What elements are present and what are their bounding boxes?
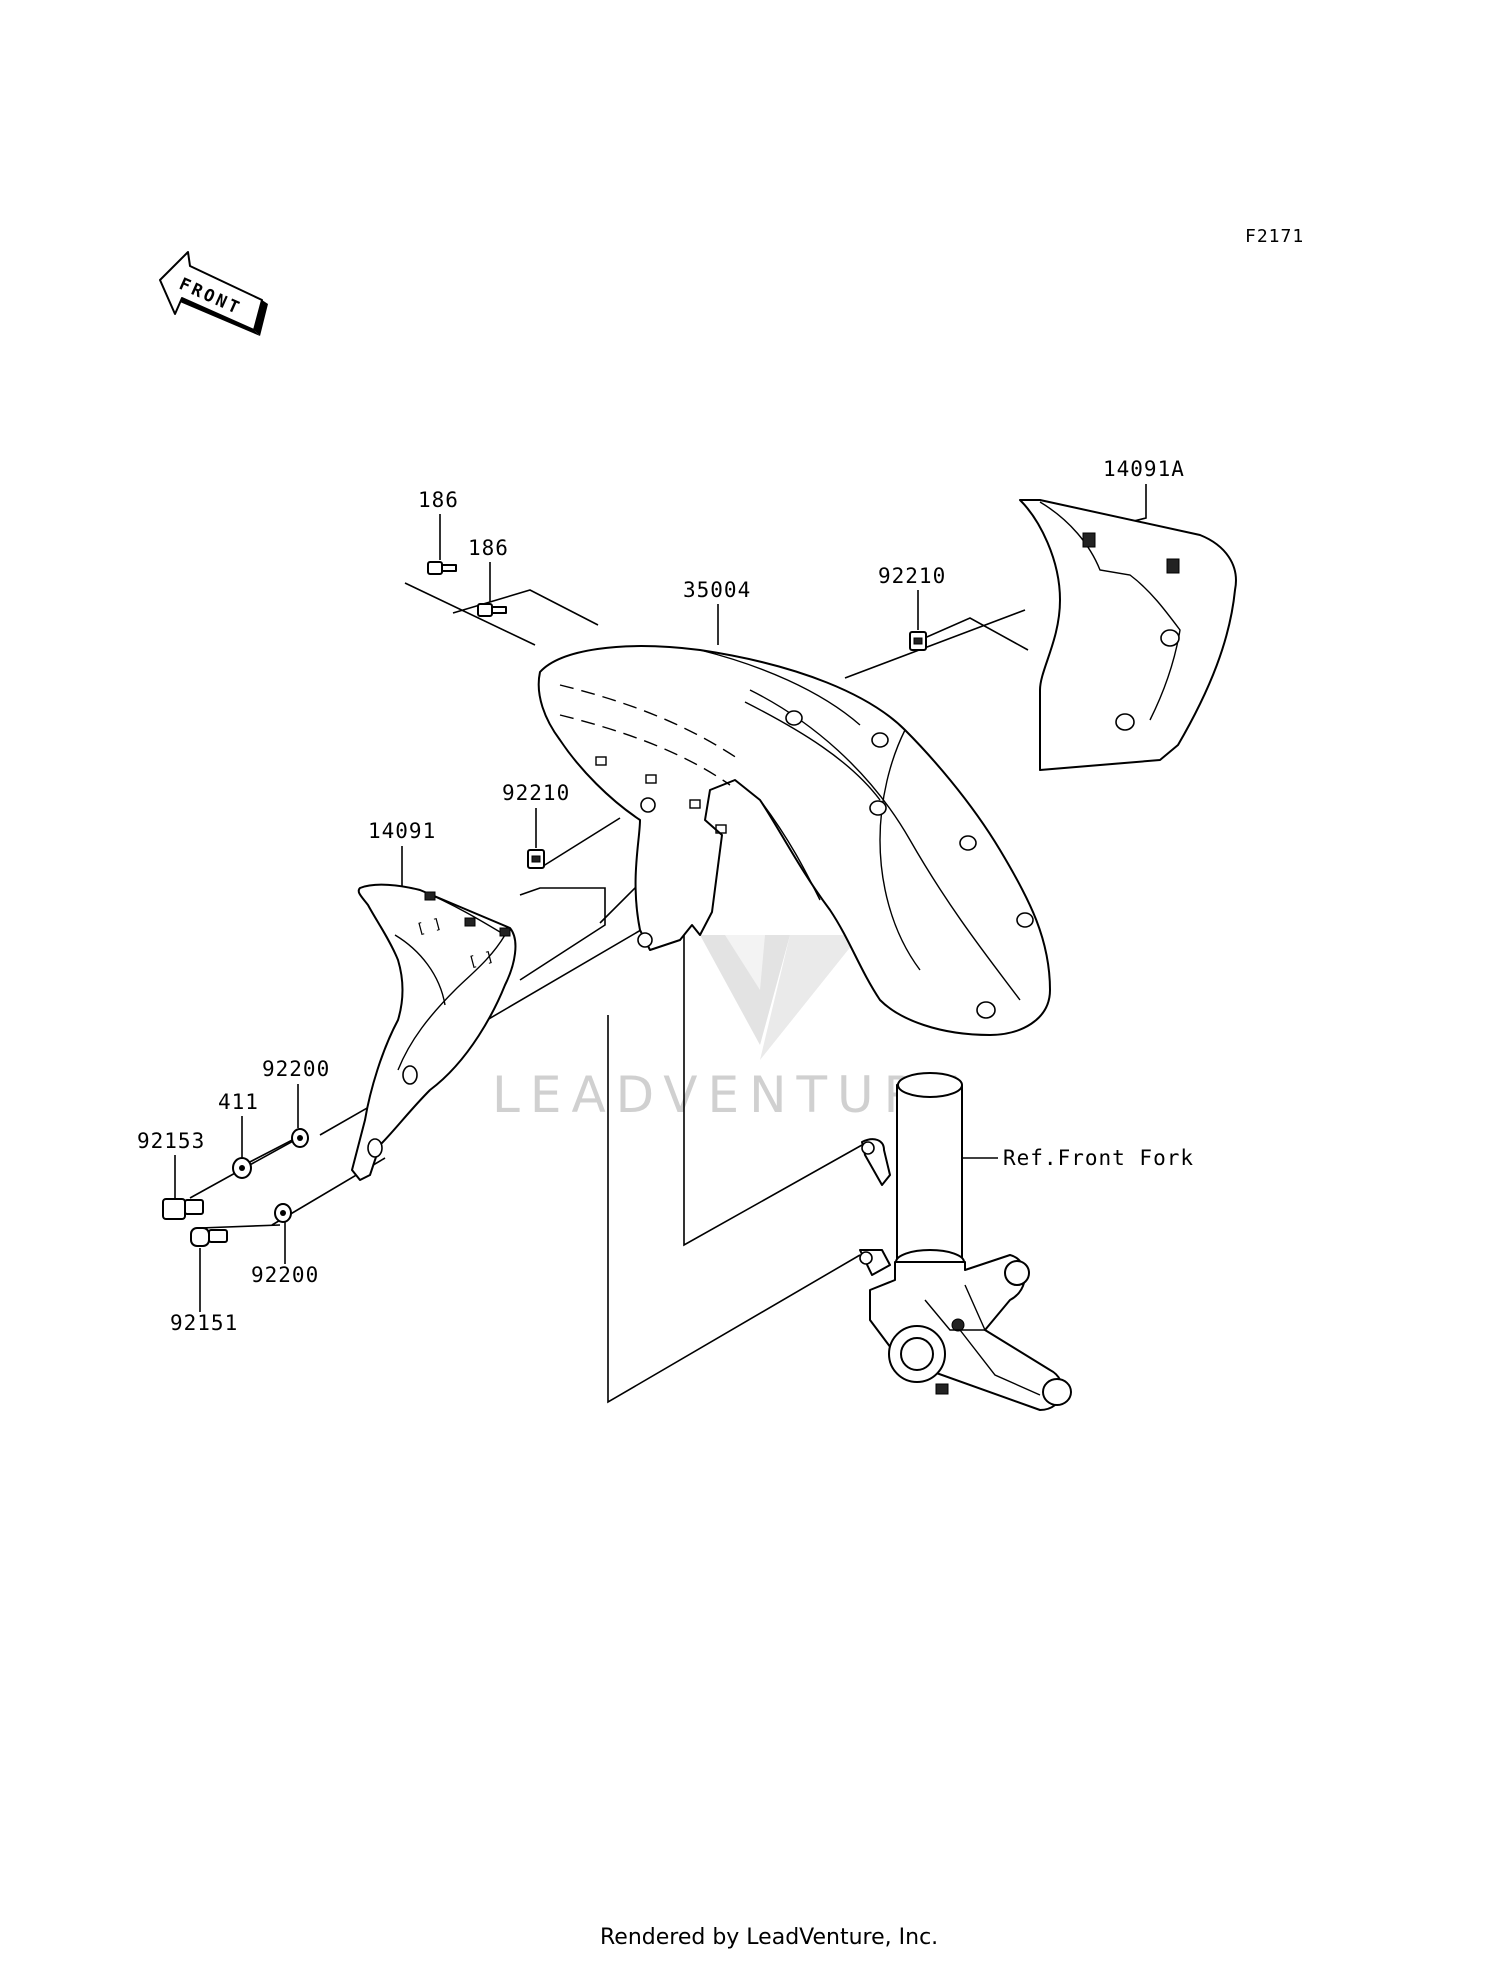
label-14091A: 14091A <box>1103 457 1185 481</box>
leadventure-watermark: LEADVENTURE <box>492 935 970 1124</box>
bolt-186-b <box>477 603 507 617</box>
label-92210-lower: 92210 <box>502 781 570 805</box>
watermark-text: LEADVENTURE <box>492 1066 970 1124</box>
label-14091: 14091 <box>368 819 436 843</box>
footer-credit: Rendered by LeadVenture, Inc. <box>600 1925 938 1950</box>
label-92210-upper: 92210 <box>878 564 946 588</box>
diagram-code: F2171 <box>1245 226 1304 247</box>
bolt-92151 <box>190 1227 228 1247</box>
washer-92200-upper <box>291 1128 309 1148</box>
nut-92210-upper <box>909 631 927 651</box>
label-35004: 35004 <box>683 578 751 602</box>
washer-92200-lower <box>274 1203 292 1223</box>
label-ref-front-fork: Ref.Front Fork <box>1003 1146 1194 1170</box>
svg-text:[ ]: [ ] <box>415 916 444 938</box>
label-92200-upper: 92200 <box>262 1057 330 1081</box>
label-411: 411 <box>218 1090 259 1114</box>
front-fender-35004 <box>537 645 1051 1036</box>
label-186-b: 186 <box>468 536 509 560</box>
washer-411 <box>232 1157 252 1179</box>
cover-14091: [ ] [ ] <box>351 883 517 1181</box>
svg-text:[ ]: [ ] <box>467 949 496 971</box>
cover-14091A <box>1019 499 1237 771</box>
nut-92210-lower <box>527 849 545 869</box>
front-arrow-icon: FRONT <box>159 251 268 336</box>
label-186-a: 186 <box>418 488 459 512</box>
bolt-92153 <box>162 1198 204 1220</box>
front-fork-reference <box>859 1072 1072 1411</box>
bolt-186-a <box>427 561 457 575</box>
label-92200-lower: 92200 <box>251 1263 319 1287</box>
label-92151: 92151 <box>170 1311 238 1335</box>
label-92153: 92153 <box>137 1129 205 1153</box>
